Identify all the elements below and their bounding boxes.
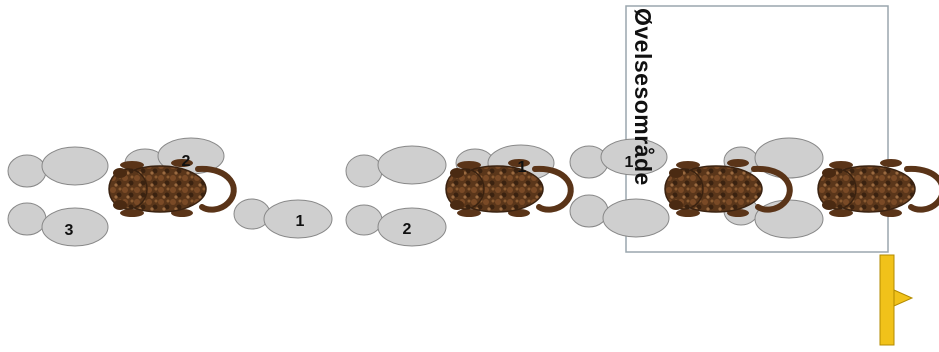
oval-right-bottom-large xyxy=(602,198,670,238)
dog-icon xyxy=(665,159,790,217)
oval-mid-top-small xyxy=(345,154,383,188)
oval-left-bottom-small xyxy=(7,202,47,236)
oval-label: 2 xyxy=(403,221,412,238)
oval-right-top-large xyxy=(600,138,668,176)
oval-left-top-small xyxy=(7,154,47,188)
oval-right-bottom-small xyxy=(569,194,609,228)
oval-label: 1 xyxy=(296,213,305,230)
oval-label: 1 xyxy=(625,154,634,171)
oval-far-bottom-large xyxy=(754,199,824,239)
exercise-area-frame xyxy=(625,5,889,253)
dog-icon xyxy=(818,159,939,217)
oval-mid-top-large xyxy=(377,145,447,185)
oval-label: 2 xyxy=(182,153,191,170)
flag-marker-icon xyxy=(879,254,914,346)
oval-left-bottom-large xyxy=(41,207,109,247)
oval-mid-bottom-large xyxy=(377,207,447,247)
oval-label: 1 xyxy=(518,159,527,176)
oval-group-a-right-large xyxy=(263,199,333,239)
dog-icon xyxy=(109,159,234,217)
dog-icon xyxy=(446,159,571,217)
oval-label: 3 xyxy=(65,222,74,239)
oval-mid-bottom-small xyxy=(345,204,383,236)
oval-left-top-large xyxy=(41,146,109,186)
